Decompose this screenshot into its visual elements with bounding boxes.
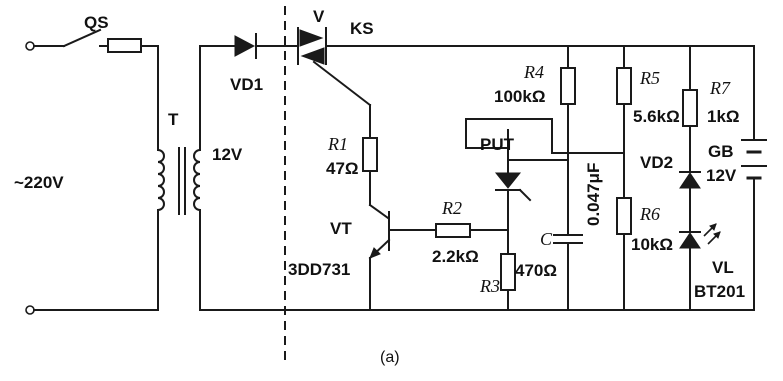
transformer-label: T [168,110,179,129]
r3-value: 470Ω [515,261,557,280]
v-label: V [313,7,325,26]
r5-name: R5 [639,68,660,88]
ks-label: KS [350,19,374,38]
vd1-diode [234,33,257,59]
qs-switch [62,28,102,48]
r7-name: R7 [709,78,731,98]
r6-name: R6 [639,204,660,224]
gb-name: GB [708,142,734,161]
r5-value: 5.6kΩ [633,107,680,126]
vl-name: VL [712,258,734,277]
r1-value: 47Ω [326,159,359,178]
r6-resistor [616,197,632,235]
r2-resistor [435,223,471,238]
r3-resistor [500,253,516,291]
put-label: PUT [480,135,515,154]
mains-input [25,28,159,315]
r7-value: 1kΩ [707,107,740,126]
vd1-label: VD1 [230,75,263,94]
r2-value: 2.2kΩ [432,247,479,266]
transistor-vt [368,203,391,311]
fuse [107,38,142,53]
transformer-primary [156,148,165,212]
r3-name: R3 [479,276,500,296]
r4-value: 100kΩ [494,87,545,106]
transformer-secondary [193,45,202,311]
r6-value: 10kΩ [631,235,673,254]
r4-name: R4 [523,62,544,82]
c-name: C [540,229,553,249]
r1-name: R1 [327,134,348,154]
capacitor-c [553,234,583,244]
secondary-voltage-label: 12V [212,145,243,164]
r1-resistor [362,137,378,172]
vd2-label: VD2 [640,153,673,172]
vt-name: VT [330,219,352,238]
triac-v [297,27,372,107]
qs-label: QS [84,13,109,32]
vd2-diode [679,171,701,189]
battery-gb [741,139,767,180]
figure-caption: (a) [380,349,400,366]
put-thyristor [494,129,532,255]
gb-value: 12V [706,166,737,185]
r4-resistor [560,67,576,105]
vt-part: 3DD731 [288,260,350,279]
vl-led [679,223,721,249]
r2-name: R2 [441,198,462,218]
r5-resistor [616,67,632,105]
r7-resistor [682,89,698,127]
c-value: 0.047μF [584,163,603,226]
vl-part: BT201 [694,282,745,301]
mains-voltage-label: ~220V [14,173,64,192]
